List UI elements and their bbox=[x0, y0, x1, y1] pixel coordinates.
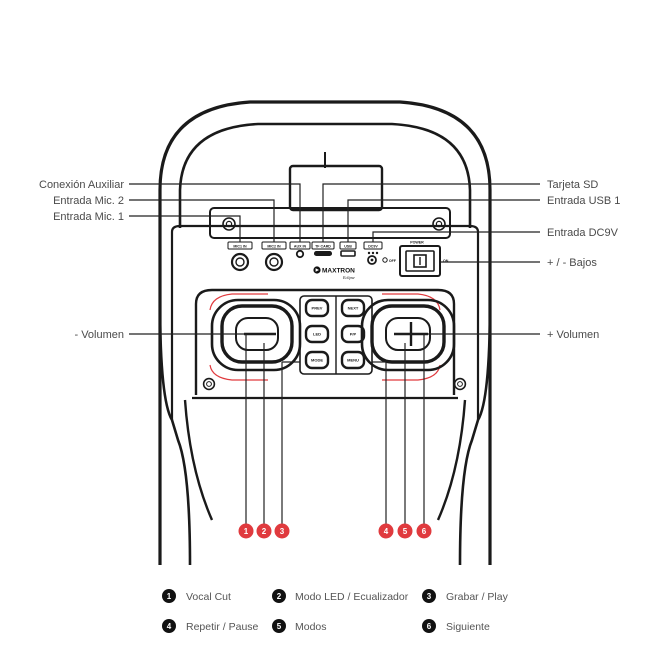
input-panel: MIC1 IN MIC2 IN AUX IN TF CARD USB DC9V … bbox=[227, 241, 449, 280]
callout-volume-up: + Volumen bbox=[547, 329, 599, 341]
callout-mic2: Entrada Mic. 2 bbox=[53, 195, 124, 207]
marker-2: 2 bbox=[256, 523, 272, 539]
svg-text:4: 4 bbox=[384, 527, 389, 536]
led-indicator bbox=[382, 257, 388, 263]
led-label: LED bbox=[313, 332, 321, 337]
svg-text:4: 4 bbox=[167, 622, 172, 631]
usb-port[interactable] bbox=[340, 250, 356, 257]
legend-item-6: 6 Siguiente bbox=[422, 619, 490, 633]
play-pause-button[interactable]: P/P bbox=[340, 324, 366, 344]
legend-text-3: Grabar / Play bbox=[446, 591, 509, 603]
dc-label: DC9V bbox=[368, 245, 378, 249]
legend-text-4: Repetir / Pause bbox=[186, 621, 259, 633]
legend-item-4: 4 Repetir / Pause bbox=[162, 619, 259, 633]
callout-usb: Entrada USB 1 bbox=[547, 195, 620, 207]
marker-4: 4 bbox=[378, 523, 394, 539]
callout-bass: + / - Bajos bbox=[547, 257, 597, 269]
svg-text:3: 3 bbox=[280, 527, 285, 536]
callout-labels: Conexión Auxiliar Entrada Mic. 2 Entrada… bbox=[39, 179, 620, 341]
prev-button[interactable]: PREV bbox=[304, 298, 330, 318]
mic2-jack[interactable] bbox=[264, 252, 284, 272]
svg-text:5: 5 bbox=[277, 622, 282, 631]
off-label: OFF bbox=[389, 259, 397, 263]
legend-text-6: Siguiente bbox=[446, 621, 490, 633]
usb-label: USB bbox=[344, 245, 352, 249]
svg-text:6: 6 bbox=[422, 527, 427, 536]
mic2-label: MIC2 IN bbox=[267, 245, 281, 249]
next-label: NEXT bbox=[348, 306, 359, 311]
tf-label: TF CARD bbox=[315, 245, 331, 249]
brand-name: MAXTRON bbox=[322, 268, 355, 275]
speaker-body bbox=[158, 100, 492, 566]
svg-text:1: 1 bbox=[167, 592, 172, 601]
svg-text:6: 6 bbox=[427, 622, 432, 631]
mode-label: MODE bbox=[311, 358, 323, 363]
prev-label: PREV bbox=[312, 306, 323, 311]
mic1-label: MIC1 IN bbox=[233, 245, 247, 249]
mic1-jack[interactable] bbox=[230, 252, 250, 272]
menu-button[interactable]: MENU bbox=[340, 350, 366, 370]
legend-item-2: 2 Modo LED / Ecualizador bbox=[272, 589, 409, 603]
menu-label: MENU bbox=[347, 358, 359, 363]
callout-mic1: Entrada Mic. 1 bbox=[53, 211, 124, 223]
legend: 1 Vocal Cut 2 Modo LED / Ecualizador 3 G… bbox=[162, 589, 509, 633]
brand-sub: Eclipse bbox=[342, 275, 355, 280]
marker-6: 6 bbox=[416, 523, 432, 539]
power-label: POWER bbox=[410, 241, 424, 245]
callout-dc: Entrada DC9V bbox=[547, 227, 619, 239]
legend-text-5: Modos bbox=[295, 621, 327, 633]
legend-item-3: 3 Grabar / Play bbox=[422, 589, 509, 603]
svg-text:5: 5 bbox=[403, 527, 408, 536]
mode-button[interactable]: MODE bbox=[304, 350, 330, 370]
number-markers: 1 2 3 4 5 6 bbox=[238, 523, 432, 539]
control-deck: PREV NEXT LED P/P MODE MENU bbox=[194, 288, 467, 395]
dc-jack[interactable] bbox=[367, 255, 377, 265]
aux-jack[interactable] bbox=[295, 249, 305, 259]
svg-text:2: 2 bbox=[262, 527, 267, 536]
callout-sd: Tarjeta SD bbox=[547, 179, 598, 191]
marker-1: 1 bbox=[238, 523, 254, 539]
next-button[interactable]: NEXT bbox=[340, 298, 366, 318]
sd-card-slot[interactable] bbox=[314, 251, 332, 256]
legend-item-5: 5 Modos bbox=[272, 619, 327, 633]
marker-3: 3 bbox=[274, 523, 290, 539]
aux-label: AUX IN bbox=[294, 245, 307, 249]
svg-text:3: 3 bbox=[427, 592, 432, 601]
legend-item-1: 1 Vocal Cut bbox=[162, 589, 231, 603]
svg-text:2: 2 bbox=[277, 592, 282, 601]
svg-text:1: 1 bbox=[244, 527, 249, 536]
legend-text-1: Vocal Cut bbox=[186, 591, 231, 603]
callout-volume-down: - Volumen bbox=[74, 329, 124, 341]
on-label: ON bbox=[443, 259, 449, 263]
leader-lines bbox=[129, 183, 540, 524]
callout-aux: Conexión Auxiliar bbox=[39, 179, 124, 191]
power-switch[interactable] bbox=[413, 254, 427, 268]
legend-text-2: Modo LED / Ecualizador bbox=[295, 591, 409, 603]
marker-5: 5 bbox=[397, 523, 413, 539]
led-button[interactable]: LED bbox=[304, 324, 330, 344]
play-label: P/P bbox=[350, 332, 357, 337]
